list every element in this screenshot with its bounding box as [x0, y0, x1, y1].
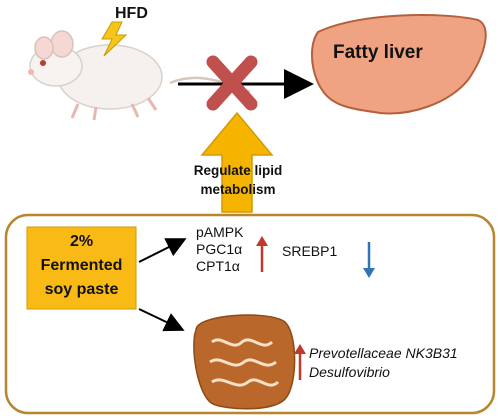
lightning-icon — [101, 21, 128, 57]
marker-pgc1a: PGC1α — [196, 241, 243, 257]
to-markers-arrow — [138, 238, 187, 263]
outcome-label: Fatty liver — [333, 42, 423, 63]
liver-icon — [311, 14, 487, 115]
treatment-box — [26, 226, 137, 310]
mechanism-panel — [4, 213, 496, 415]
markers-increase-arrow — [256, 236, 268, 272]
treatment-line3: soy paste — [44, 281, 119, 298]
treatment-line2: Fermented — [40, 257, 123, 274]
treatment-line1: 2% — [69, 233, 94, 250]
mouse-icon — [28, 30, 251, 121]
regulate-up-arrow — [200, 111, 274, 213]
marker-list: pAMPK PGC1α CPT1α — [196, 224, 243, 275]
marker-pampk: pAMPK — [196, 224, 244, 240]
mechanism-label: Regulate lipid metabolism — [193, 163, 283, 197]
intestine-icon — [193, 314, 296, 410]
diet-label: HFD — [115, 5, 148, 22]
treatment-label: 2% Fermented soy paste — [27, 230, 136, 302]
to-gut-arrow — [138, 308, 185, 332]
bacteria-list: Prevotellaceae NK3B31 Desulfovibrio — [309, 344, 458, 382]
bacteria-desulfovibrio: Desulfovibrio — [309, 364, 390, 380]
marker-cpt1a: CPT1α — [196, 258, 240, 274]
marker-srebp1: SREBP1 — [282, 243, 338, 259]
bacteria-increase-arrow — [294, 344, 306, 380]
bacteria-prevotellaceae: Prevotellaceae NK3B31 — [309, 345, 458, 361]
block-x-icon — [206, 55, 258, 111]
srebp1-decrease-arrow — [363, 242, 375, 278]
